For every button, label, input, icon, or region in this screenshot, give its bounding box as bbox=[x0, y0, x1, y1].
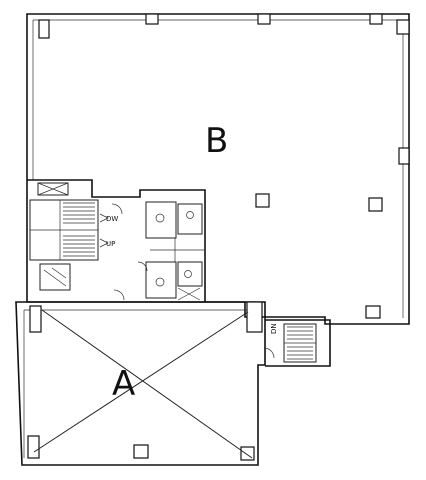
zone-b-label: B bbox=[205, 121, 228, 161]
diagonal-line bbox=[33, 311, 249, 453]
zone-b-room: B bbox=[26, 13, 410, 325]
stair-label-dw: DW bbox=[106, 215, 118, 223]
column bbox=[246, 301, 263, 333]
column bbox=[365, 305, 381, 319]
zone-a-room: A bbox=[15, 301, 266, 466]
column bbox=[257, 13, 271, 25]
stair-left: DW UP bbox=[29, 199, 118, 261]
column bbox=[27, 435, 40, 459]
column bbox=[29, 305, 42, 333]
column bbox=[396, 19, 410, 35]
column bbox=[255, 193, 270, 208]
stair-label-up: UP bbox=[106, 240, 115, 248]
zone-a-label: A bbox=[112, 364, 135, 404]
column bbox=[368, 197, 383, 212]
column bbox=[369, 13, 383, 25]
column bbox=[133, 444, 149, 459]
stair-label-dn: DN bbox=[270, 323, 278, 334]
building-core: DW UP bbox=[27, 179, 206, 302]
elevator-shaft bbox=[37, 182, 69, 196]
column bbox=[145, 13, 159, 25]
column bbox=[240, 446, 255, 461]
column bbox=[38, 19, 50, 39]
diagonal-line bbox=[41, 309, 253, 459]
column bbox=[398, 147, 410, 165]
stair-right: DN bbox=[263, 319, 331, 367]
restrooms bbox=[145, 201, 204, 301]
service-room bbox=[39, 263, 71, 291]
